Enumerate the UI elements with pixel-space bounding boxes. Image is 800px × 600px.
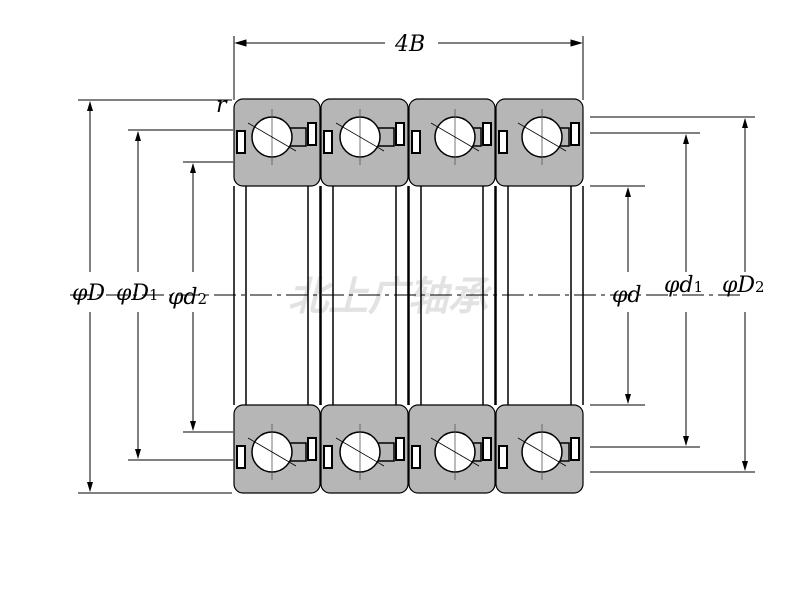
contact-line: [247, 122, 297, 152]
contact-line: [335, 122, 385, 152]
inner-shoulder-dimension: [183, 161, 233, 433]
outer-diameter-dimension: [78, 99, 232, 494]
bearing-3: [408, 98, 496, 494]
outer-shoulder-label: φD1: [116, 281, 159, 306]
seal-icon: [323, 445, 333, 469]
seal-icon: [498, 445, 508, 469]
seal-diameter-label: φD2: [722, 273, 765, 298]
seal-icon: [236, 130, 246, 154]
seal-icon: [411, 130, 421, 154]
width-label: 4B: [394, 32, 425, 57]
seal-icon: [482, 437, 492, 461]
bearing-group: [233, 98, 584, 494]
bearing-4: [495, 98, 584, 494]
bearing-1: [233, 98, 321, 494]
bore-label: φd: [612, 283, 642, 308]
seal-icon: [323, 130, 333, 154]
contact-line: [247, 437, 297, 467]
seal-icon: [307, 437, 317, 461]
seal-icon: [395, 437, 405, 461]
outer-shoulder-dimension: [128, 129, 233, 461]
seal-icon: [498, 130, 508, 154]
seal-icon: [570, 122, 580, 146]
inner-shoulder-label: φd2: [168, 285, 207, 310]
contact-line: [430, 437, 480, 467]
seal-icon: [570, 437, 580, 461]
seal-icon: [411, 445, 421, 469]
contact-line: [517, 437, 567, 467]
seal-icon: [236, 445, 246, 469]
radius-label: r: [216, 93, 228, 118]
watermark: 北上广轴承: [288, 274, 493, 320]
bore-dimension: [590, 185, 645, 406]
contact-line: [430, 122, 480, 152]
bearing-2: [320, 98, 409, 494]
seal-icon: [482, 122, 492, 146]
seal-icon: [307, 122, 317, 146]
inner-ring-shoulder-dimension: [590, 132, 700, 448]
width-dimension: [233, 36, 584, 100]
outer-diameter-label: φD: [72, 281, 105, 306]
inner-ring-shoulder-label: φd1: [664, 273, 703, 298]
seal-icon: [395, 122, 405, 146]
contact-line: [335, 437, 385, 467]
seal-diameter-dimension: [590, 116, 755, 473]
diameter-dimensions: [78, 99, 755, 494]
contact-line: [517, 122, 567, 152]
